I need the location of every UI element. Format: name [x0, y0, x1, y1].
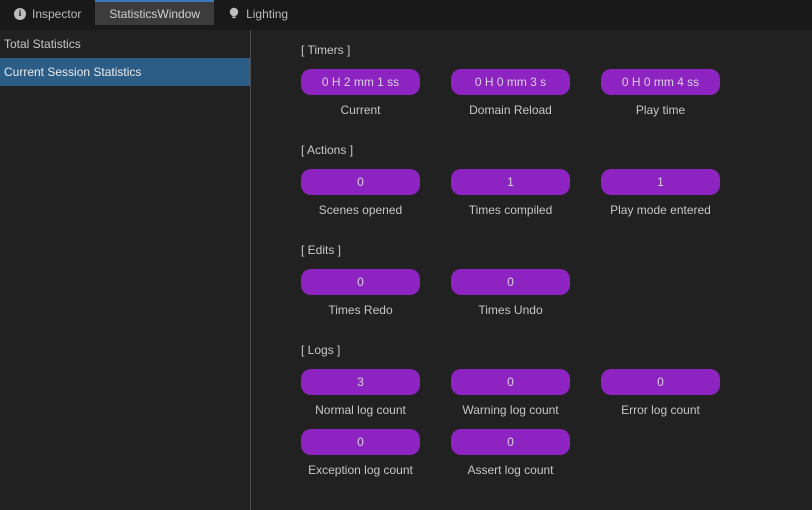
stat-label: Times Undo	[478, 303, 543, 317]
stat-pill-times-compiled[interactable]: 1	[451, 169, 570, 195]
section-logs: [ Logs ] 3 Normal log count 0 Warning lo…	[301, 343, 812, 489]
stat-pill-play-mode-entered[interactable]: 1	[601, 169, 720, 195]
section-cells: 3 Normal log count 0 Warning log count 0…	[301, 369, 761, 489]
stat-pill-warning-log-count[interactable]: 0	[451, 369, 570, 395]
section-timers: [ Timers ] 0 H 2 mm 1 ss Current 0 H 0 m…	[301, 43, 812, 129]
stat-pill-times-redo[interactable]: 0	[301, 269, 420, 295]
stat-label: Warning log count	[462, 403, 559, 417]
stat-pill-assert-log-count[interactable]: 0	[451, 429, 570, 455]
stat-pill-play-time[interactable]: 0 H 0 mm 4 ss	[601, 69, 720, 95]
sidebar-item-label: Total Statistics	[4, 37, 81, 51]
info-icon: i	[14, 7, 26, 20]
stat-cell: 0 Warning log count	[451, 369, 570, 417]
stat-cell: 3 Normal log count	[301, 369, 420, 417]
stat-label: Times Redo	[328, 303, 393, 317]
stat-label: Play mode entered	[610, 203, 711, 217]
stat-cell: 0 Assert log count	[451, 429, 570, 477]
stat-label: Play time	[635, 103, 686, 117]
stat-label: Current	[340, 103, 381, 117]
stat-pill-normal-log-count[interactable]: 3	[301, 369, 420, 395]
section-cells: 0 Scenes opened 1 Times compiled 1 Play …	[301, 169, 761, 229]
stat-label: Error log count	[621, 403, 700, 417]
sidebar-item-current-session-statistics[interactable]: Current Session Statistics	[0, 58, 250, 86]
stat-pill-exception-log-count[interactable]: 0	[301, 429, 420, 455]
sidebar-item-label: Current Session Statistics	[4, 65, 142, 79]
tab-label: Inspector	[32, 6, 82, 21]
stat-label: Normal log count	[315, 403, 406, 417]
tab-lighting[interactable]: Lighting	[214, 0, 302, 25]
section-actions: [ Actions ] 0 Scenes opened 1 Times comp…	[301, 143, 812, 229]
stat-pill-domain-reload[interactable]: 0 H 0 mm 3 s	[451, 69, 570, 95]
stat-pill-current[interactable]: 0 H 2 mm 1 ss	[301, 69, 420, 95]
stat-pill-times-undo[interactable]: 0	[451, 269, 570, 295]
stat-cell: 0 H 2 mm 1 ss Current	[301, 69, 420, 117]
tab-bar: i Inspector StatisticsWindow Lighting	[0, 0, 812, 30]
stat-cell: 0 Scenes opened	[301, 169, 420, 217]
stat-cell: 0 Times Undo	[451, 269, 570, 317]
stat-cell: 0 H 0 mm 4 ss Play time	[601, 69, 720, 117]
stat-cell: 1 Times compiled	[451, 169, 570, 217]
tab-label: Lighting	[246, 6, 289, 21]
tab-statistics-window[interactable]: StatisticsWindow	[95, 0, 215, 25]
stat-pill-error-log-count[interactable]: 0	[601, 369, 720, 395]
section-header: [ Timers ]	[301, 43, 351, 57]
stat-cell: 0 Exception log count	[301, 429, 420, 477]
section-edits: [ Edits ] 0 Times Redo 0 Times Undo	[301, 243, 812, 329]
stat-cell: 1 Play mode entered	[601, 169, 720, 217]
statistics-sidebar: Total Statistics Current Session Statist…	[0, 30, 251, 510]
section-cells: 0 H 2 mm 1 ss Current 0 H 0 mm 3 s Domai…	[301, 69, 761, 129]
statistics-panel: [ Timers ] 0 H 2 mm 1 ss Current 0 H 0 m…	[251, 30, 812, 510]
stat-label: Times compiled	[468, 203, 553, 217]
sidebar-item-total-statistics[interactable]: Total Statistics	[0, 30, 250, 58]
bulb-icon	[228, 7, 240, 20]
stat-cell: 0 H 0 mm 3 s Domain Reload	[451, 69, 570, 117]
tab-label: StatisticsWindow	[109, 6, 201, 21]
section-header: [ Actions ]	[301, 143, 354, 157]
section-header: [ Logs ]	[301, 343, 341, 357]
stat-label: Exception log count	[308, 463, 413, 477]
section-cells: 0 Times Redo 0 Times Undo	[301, 269, 761, 329]
stat-pill-scenes-opened[interactable]: 0	[301, 169, 420, 195]
stat-label: Scenes opened	[318, 203, 403, 217]
tab-inspector[interactable]: i Inspector	[0, 0, 95, 25]
stat-label: Domain Reload	[469, 103, 552, 117]
stat-label: Assert log count	[467, 463, 554, 477]
section-header: [ Edits ]	[301, 243, 342, 257]
stat-cell: 0 Times Redo	[301, 269, 420, 317]
stat-cell: 0 Error log count	[601, 369, 720, 417]
window-body: Total Statistics Current Session Statist…	[0, 30, 812, 510]
